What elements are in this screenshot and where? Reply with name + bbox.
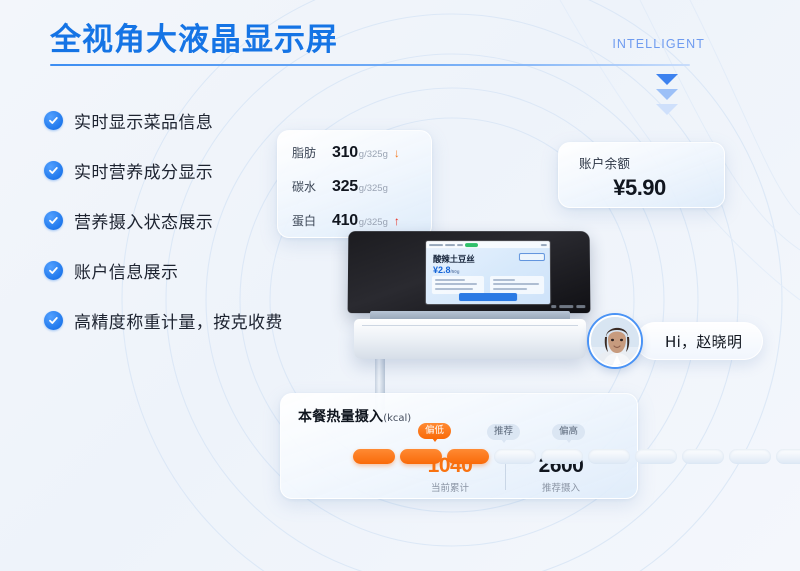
nutrition-row: 蛋白 410 g/325g ↑ (292, 212, 417, 234)
status-tick (457, 243, 464, 246)
calorie-segment (729, 449, 771, 464)
calorie-current-caption: 当前累计 (430, 483, 469, 494)
feature-label: 实时营养成分显示 (74, 162, 214, 183)
list-item: 营养摄入状态展示 (44, 208, 334, 233)
status-badge (465, 242, 478, 247)
check-circle-icon (44, 110, 63, 130)
calorie-segment (400, 449, 442, 464)
chevron-down-icon (656, 104, 678, 115)
screen-dish-price: ¥2.8/50g (433, 265, 460, 275)
nutrition-unit: g/325g (358, 183, 388, 194)
nutrition-name: 蛋白 (292, 214, 317, 228)
marker-pill-high: 偏高 (552, 424, 586, 443)
calorie-segment (494, 449, 536, 464)
device-brand-logo (551, 305, 586, 309)
screen-primary-cta[interactable] (458, 293, 518, 302)
feature-list: 实时显示菜品信息 实时营养成分显示 营养摄入状态展示 账户信息展示 高精度称重计… (44, 108, 334, 358)
nutrition-row: 脂肪 310 g/325g ↓ (292, 144, 417, 166)
calorie-segment (541, 449, 583, 464)
greeting-bubble: Hi，赵晓明 (636, 322, 764, 360)
list-item: 账户信息展示 (44, 258, 334, 283)
marker-pill-low: 偏低 (418, 423, 452, 442)
nutrition-unit: g/325g (358, 149, 388, 160)
calorie-title-unit: (kcal) (383, 413, 412, 424)
screen-action-button[interactable] (518, 253, 545, 262)
check-circle-icon (44, 260, 63, 280)
nutrition-name: 碳水 (292, 180, 317, 194)
marker-pill-recommended: 推荐 (487, 424, 521, 443)
screen-info-box-left (431, 275, 485, 295)
trend-up-icon: ↑ (393, 214, 400, 228)
list-item: 实时显示菜品信息 (44, 108, 334, 133)
status-tick (429, 243, 444, 246)
feature-label: 实时显示菜品信息 (74, 112, 214, 133)
screen-info-box-right (490, 275, 545, 295)
status-tick (540, 243, 547, 246)
device-base (354, 319, 586, 359)
chevron-down-stack (652, 74, 682, 119)
calorie-title-text: 本餐热量摄入 (298, 409, 384, 425)
eyebrow-label: INTELLIGENT (612, 37, 705, 51)
nutrition-value: 310 (332, 144, 358, 161)
device-display-panel: 酸辣土豆丝 ¥2.8/50g (347, 231, 591, 314)
feature-label: 营养摄入状态展示 (74, 212, 214, 233)
nutrition-value: 410 (332, 212, 358, 229)
calorie-segment (353, 449, 395, 464)
chevron-down-icon (656, 74, 678, 85)
check-circle-icon (44, 210, 63, 230)
trend-down-icon: ↓ (393, 146, 400, 160)
status-tick (445, 243, 456, 246)
page-title: 全视角大液晶显示屏 (50, 22, 338, 57)
check-circle-icon (44, 160, 63, 180)
calorie-segment (635, 449, 677, 464)
calorie-segment (447, 449, 489, 464)
nutrition-row: 碳水 325 g/325g (292, 178, 417, 200)
device-stand-column (375, 318, 385, 410)
calorie-segment-track (353, 449, 800, 464)
nutrition-name: 脂肪 (292, 146, 317, 160)
nutrition-card: 脂肪 310 g/325g ↓ 碳水 325 g/325g 蛋白 410 g/3… (277, 130, 432, 238)
balance-label: 账户余额 (579, 156, 631, 171)
screen-price-value: ¥2.8 (432, 265, 451, 275)
screen-price-unit: /50g (450, 269, 460, 274)
chevron-down-icon (656, 89, 678, 100)
title-divider (50, 64, 690, 66)
calorie-card-title: 本餐热量摄入(kcal) (298, 406, 411, 426)
smart-scale-device: 酸辣土豆丝 ¥2.8/50g (347, 231, 591, 361)
calorie-intake-card: 本餐热量摄入(kcal) 1040 当前累计 2600 推荐摄入 (280, 393, 638, 499)
check-circle-icon (44, 310, 63, 330)
calorie-segment (682, 449, 724, 464)
account-balance-card: 账户余额 ¥5.90 (558, 142, 725, 208)
list-item: 高精度称重计量，按克收费 (44, 308, 334, 333)
device-screen: 酸辣土豆丝 ¥2.8/50g (425, 241, 551, 305)
calorie-segment (776, 449, 800, 464)
feature-label: 高精度称重计量，按克收费 (74, 312, 283, 333)
feature-label: 账户信息展示 (74, 262, 179, 283)
calorie-segment (588, 449, 630, 464)
balance-value: ¥5.90 (613, 175, 666, 200)
calorie-recommended-caption: 推荐摄入 (541, 483, 580, 494)
list-item: 实时营养成分显示 (44, 158, 334, 183)
nutrition-unit: g/325g (358, 217, 388, 228)
screen-status-bar (426, 241, 550, 249)
screen-dish-name: 酸辣土豆丝 (433, 255, 475, 266)
avatar (589, 315, 641, 367)
nutrition-value: 325 (332, 178, 358, 195)
figure-divider (505, 456, 506, 490)
avatar-portrait-icon (591, 317, 639, 365)
